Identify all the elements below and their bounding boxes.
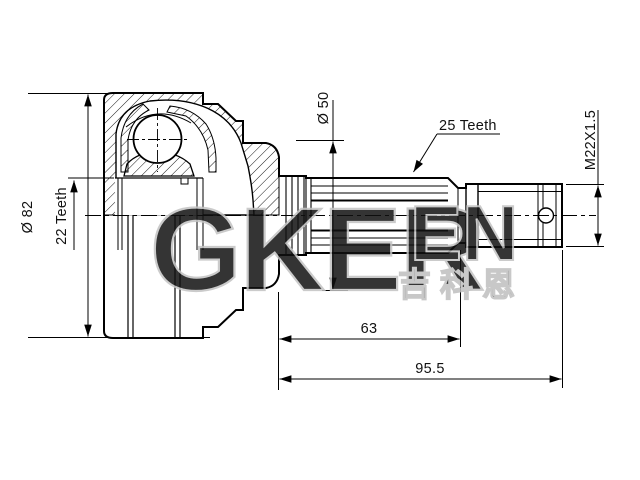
label-shaft-spline-teeth: 25 Teeth [439, 118, 497, 134]
dimension-spline-length: 63 [278, 250, 461, 390]
label-hub-spline-teeth: 22 Teeth [54, 187, 70, 245]
dimension-outer-diameter: Ø 82 [20, 93, 210, 338]
dimension-thread-spec: M22X1.5 [566, 110, 604, 247]
label-thread-spec: M22X1.5 [583, 110, 599, 170]
dimension-boot-seat-diameter: Ø 50 [296, 92, 348, 291]
label-boot-seat-diameter: Ø 50 [316, 92, 332, 125]
ball-centerlines [127, 108, 189, 172]
cage-section-right [166, 105, 217, 173]
cage-section-left [120, 103, 150, 173]
watermark: GKER EN 吉科恩 [149, 183, 524, 317]
dimension-hub-spline-teeth: 22 Teeth [54, 177, 114, 250]
dimension-shaft-spline-teeth: 25 Teeth [413, 118, 500, 173]
bell-exterior-grooves [127, 215, 181, 338]
label-outer-diameter: Ø 82 [20, 201, 36, 234]
label-spline-length: 63 [361, 321, 378, 337]
label-overall-length: 95.5 [415, 361, 444, 377]
snap-ring-groove [180, 177, 189, 185]
dimension-overall-length: 95.5 [279, 250, 563, 388]
watermark-brand: GKER [150, 184, 483, 316]
mouth-edges-lower [117, 215, 204, 250]
watermark-brand-cjk: 吉科恩 [398, 266, 524, 303]
watermark-brand-suffix: EN [410, 189, 518, 277]
